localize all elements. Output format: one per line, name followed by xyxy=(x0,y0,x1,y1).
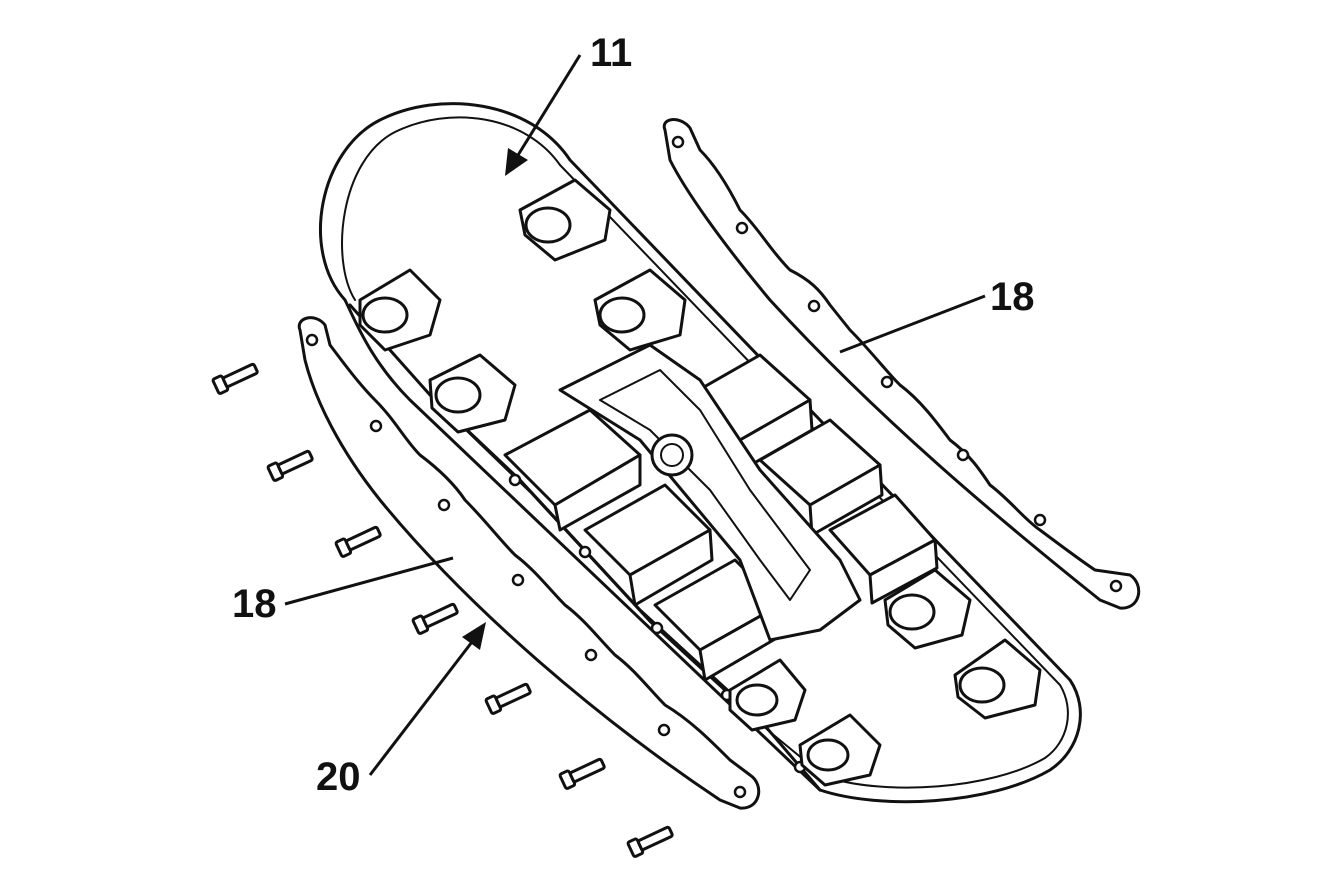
screw xyxy=(335,524,382,557)
label-20-group: 20 xyxy=(316,622,486,799)
screw xyxy=(412,601,459,634)
label-18-left: 18 xyxy=(232,582,277,626)
label-18-right: 18 xyxy=(990,275,1035,319)
label-20: 20 xyxy=(316,755,361,799)
label-11: 11 xyxy=(590,31,632,75)
label-18-right-group: 18 xyxy=(840,275,1035,352)
screw xyxy=(559,756,606,789)
screw xyxy=(627,824,674,857)
screw xyxy=(485,681,532,714)
screw xyxy=(212,361,259,394)
screw xyxy=(267,448,314,481)
